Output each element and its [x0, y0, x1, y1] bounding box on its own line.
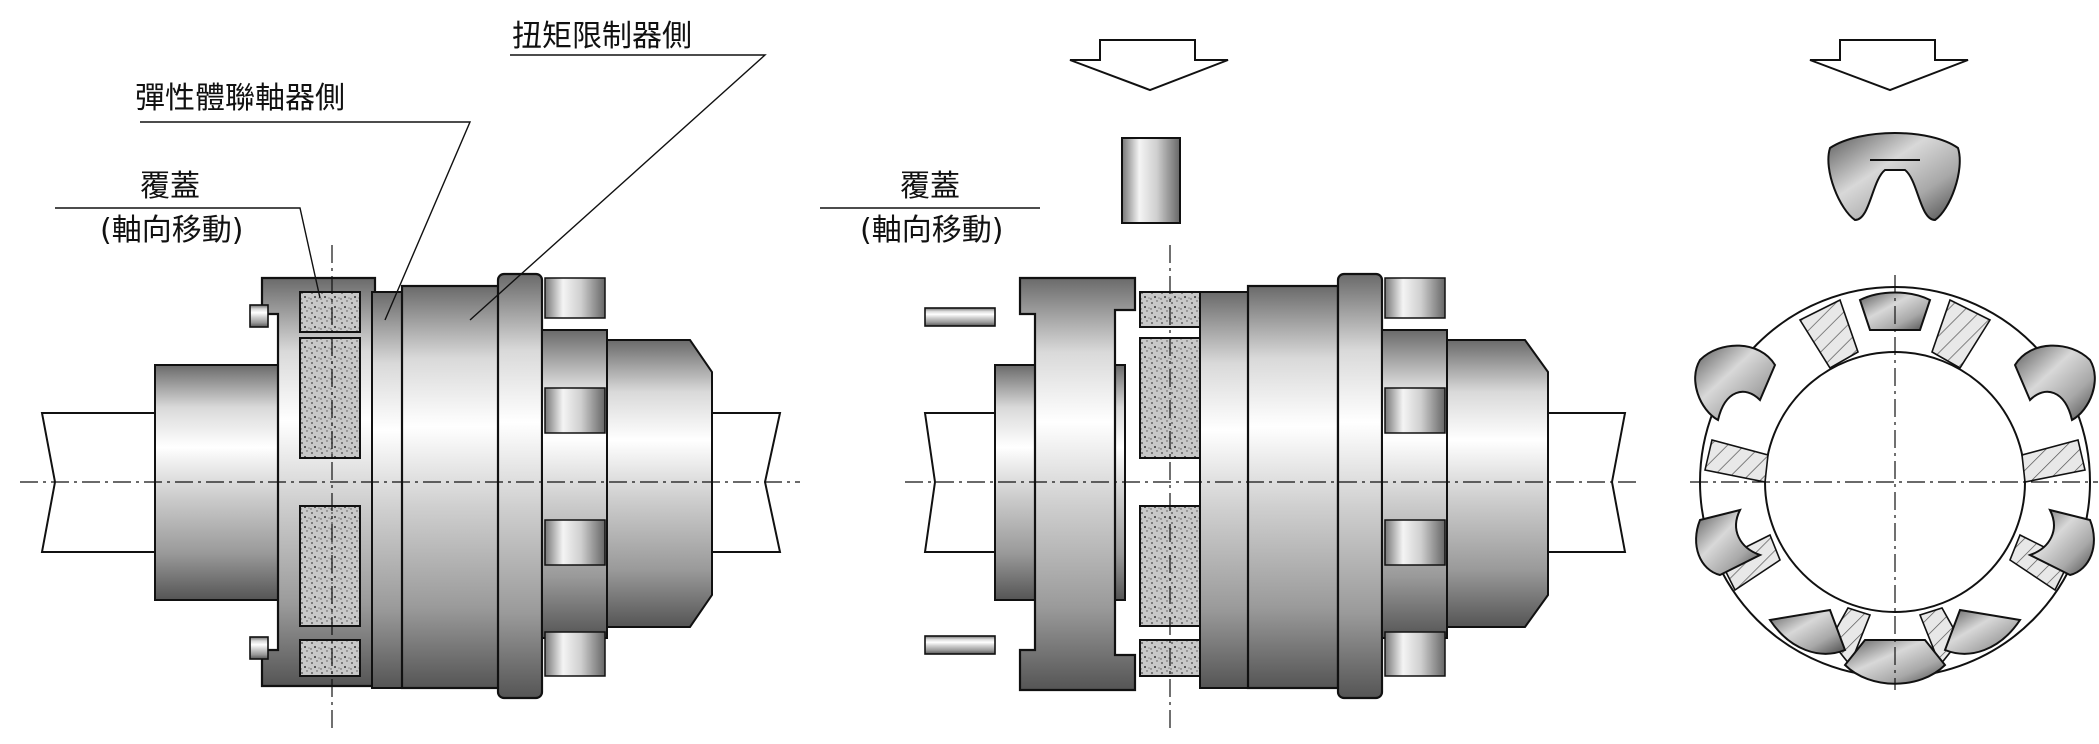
down-arrow	[1809, 39, 1969, 92]
right-hub	[606, 339, 713, 628]
disc-springs	[544, 277, 606, 677]
elastomer-block	[299, 291, 361, 333]
removed-bolt	[924, 635, 996, 655]
disc-springs	[1384, 277, 1446, 677]
label-cover: 覆蓋	[140, 169, 200, 204]
removed-elastomer-element	[1827, 132, 1961, 222]
left-shaft	[40, 412, 161, 553]
assembled-coupling	[20, 245, 800, 730]
down-arrow	[1069, 39, 1229, 92]
leader-lines-left	[55, 54, 767, 321]
cover-moved	[1018, 276, 1137, 692]
torque-limiter-body	[1246, 284, 1340, 690]
torque-limiter-body	[400, 284, 504, 690]
hub-flange	[1199, 291, 1249, 689]
elastomer-block	[299, 505, 361, 627]
label-elastic-coupling-side: 彈性體聯軸器側	[135, 81, 345, 116]
right-flange	[1381, 329, 1448, 639]
exploded-coupling	[905, 39, 1640, 730]
elastomer-block	[299, 639, 361, 677]
left-shaft	[923, 412, 1001, 553]
label-cover-mid: 覆蓋	[900, 169, 960, 204]
removed-bolt	[924, 307, 996, 327]
label-torque-limiter-side: 扭矩限制器側	[512, 19, 692, 54]
right-flange	[541, 329, 608, 639]
label-cover-mid-note: (軸向移動)	[860, 213, 1003, 248]
torque-limiter-disc	[496, 272, 544, 700]
hub-claws	[1704, 298, 2086, 667]
bolt-head	[249, 636, 269, 660]
section-view	[1690, 39, 2098, 690]
bolt-head	[249, 304, 269, 328]
right-hub	[1446, 339, 1549, 628]
torque-limiter-disc	[1336, 272, 1384, 700]
elastomer-block	[299, 337, 361, 459]
removed-element	[1121, 137, 1181, 224]
hub-flange	[371, 291, 403, 689]
label-cover-note: (軸向移動)	[100, 213, 243, 248]
